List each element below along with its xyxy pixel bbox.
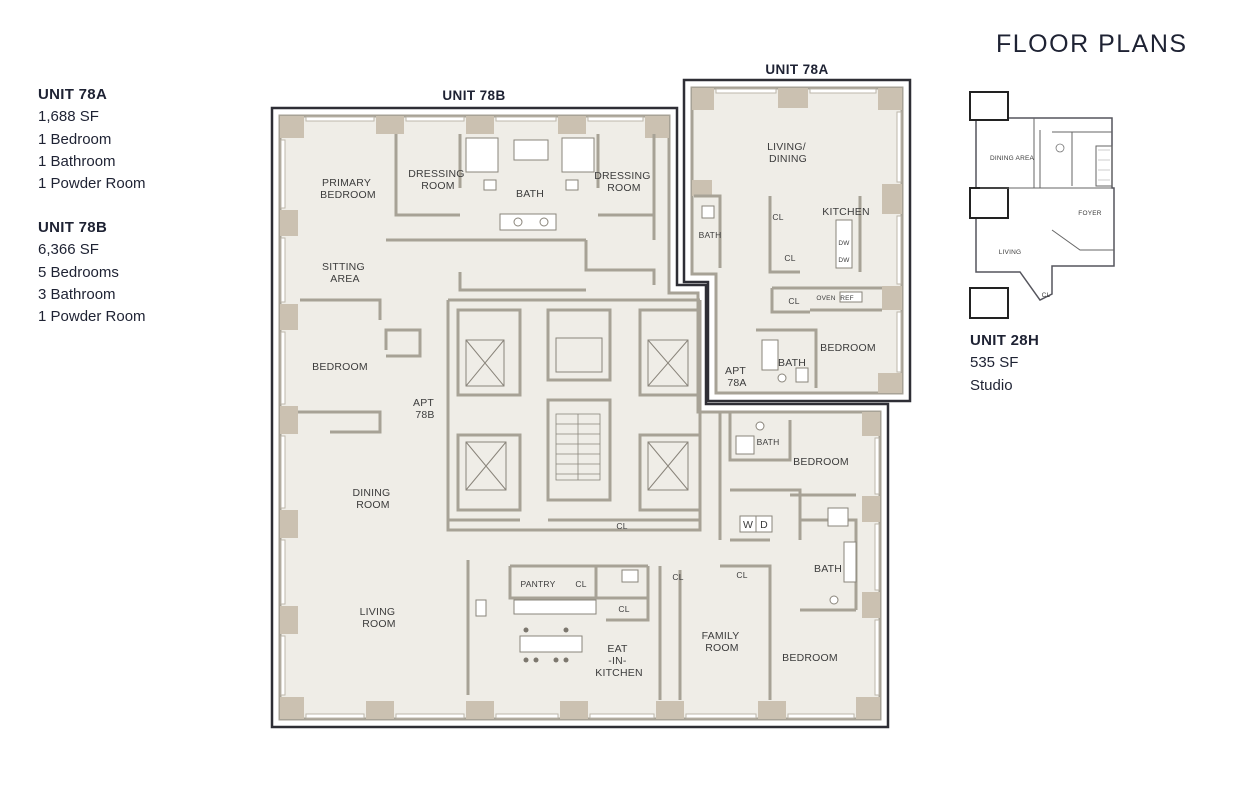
southeast-bedroom-label: BEDROOM xyxy=(782,652,838,664)
unit-78b-plan-label: UNIT 78B xyxy=(442,88,505,103)
dressing-room-right-label: DRESSING ROOM xyxy=(594,170,654,194)
northeast-bath-label: BATH xyxy=(757,437,780,447)
kitchen-closet-top-label: CL xyxy=(772,212,783,222)
living-dining-label: LIVING/ DINING xyxy=(767,141,809,165)
unit-78a-area: 1,688 SF xyxy=(38,108,99,126)
kitchen-closet-label: CL xyxy=(618,604,629,614)
unit-78b-bathrooms: 3 Bathroom xyxy=(38,285,116,303)
unit-28h-plan: DINING AREA LIVING FOYER CL xyxy=(969,91,1115,319)
foyer-28h-label: FOYER xyxy=(1078,210,1101,217)
family-closet-label: CL xyxy=(672,572,683,582)
unit-28h-info: UNIT 28H 535 SF Studio xyxy=(970,330,1039,397)
dryer-label: D xyxy=(760,519,768,531)
bath-78a-label: BATH xyxy=(778,357,806,369)
unit-78b-name: UNIT 78B xyxy=(38,219,108,236)
unit-78b-info: UNIT 78B 6,366 SF 5 Bedrooms 3 Bathroom … xyxy=(38,217,146,328)
unit-78b-bath-fixtures xyxy=(465,137,595,231)
unit-28h-type: Studio xyxy=(970,376,1013,394)
unit-28h-area: 535 SF xyxy=(970,354,1019,372)
apt-78a-label: APT 78A xyxy=(725,365,749,389)
unit-78a-plan: LIVING/ DINING KITCHEN CL CL DW DW BATH … xyxy=(682,78,912,403)
eat-in-kitchen-label: EAT -IN- KITCHEN xyxy=(595,643,643,679)
unit-78b-area: 6,366 SF xyxy=(38,241,99,259)
pantry-label: PANTRY xyxy=(521,579,556,589)
unit-78b-bedrooms: 5 Bedrooms xyxy=(38,263,119,281)
unit-78a-windows xyxy=(715,88,902,373)
page-title: FLOOR PLANS xyxy=(996,30,1188,58)
washer-label: W xyxy=(743,519,753,531)
unit-28h-name: UNIT 28H xyxy=(970,332,1040,349)
kitchen-78a-label: KITCHEN xyxy=(822,206,870,218)
unit-78a-fixtures xyxy=(701,205,863,383)
unit-78a-powder-rooms: 1 Powder Room xyxy=(38,175,146,193)
east-bath-label: BATH xyxy=(814,563,842,575)
top-bath-label: BATH xyxy=(516,188,544,200)
unit-78b-east-bath-fixtures xyxy=(735,421,857,605)
unit-78b-windows xyxy=(280,116,880,719)
hall-closet-label: CL xyxy=(788,296,799,306)
unit-78a-bedrooms: 1 Bedroom xyxy=(38,130,112,148)
bedroom-78a-label: BEDROOM xyxy=(820,342,876,354)
unit-78b-powder-rooms: 1 Powder Room xyxy=(38,308,146,326)
unit-78a-name: UNIT 78A xyxy=(38,86,108,103)
unit-78a-walls xyxy=(694,194,882,388)
sitting-area-label: SITTING AREA xyxy=(322,261,368,285)
closet-28h-label: CL xyxy=(1042,292,1051,299)
dishwasher-bottom-label: DW xyxy=(838,257,850,264)
family-room-label: FAMILY ROOM xyxy=(702,630,743,654)
unit-78b-elevators xyxy=(465,337,689,491)
unit-78a-info: UNIT 78A 1,688 SF 1 Bedroom 1 Bathroom 1… xyxy=(38,84,146,195)
living-28h-label: LIVING xyxy=(999,249,1022,256)
primary-bedroom-label: PRIMARY BEDROOM xyxy=(320,177,376,201)
east-bedroom-label: BEDROOM xyxy=(793,456,849,468)
west-bedroom-label: BEDROOM xyxy=(312,361,368,373)
unit-78a-plan-label: UNIT 78A xyxy=(765,62,828,77)
oven-label: OVEN xyxy=(816,295,835,302)
core-closet-label: CL xyxy=(616,521,627,531)
powder-bath-label: BATH xyxy=(699,230,722,240)
unit-78a-piers xyxy=(692,88,902,393)
unit-78a-bathrooms: 1 Bathroom xyxy=(38,152,116,170)
dishwasher-top-label: DW xyxy=(838,240,850,247)
dining-area-28h-label: DINING AREA xyxy=(990,155,1035,162)
kitchen-stools-icon xyxy=(523,627,569,663)
unit-78b-piers xyxy=(280,116,880,719)
unit-78b-plan: PRIMARY BEDROOM DRESSING ROOM BATH DRESS… xyxy=(270,106,890,729)
apt-78b-label: APT 78B xyxy=(413,397,437,421)
unit-78b-kitchen-fixtures xyxy=(475,569,639,653)
pantry-closet-label: CL xyxy=(575,579,586,589)
dressing-room-left-label: DRESSING ROOM xyxy=(408,168,468,192)
kitchen-closet-bottom-label: CL xyxy=(784,253,795,263)
dining-room-label: DINING ROOM xyxy=(352,487,393,511)
family-right-closet-label: CL xyxy=(736,570,747,580)
stair-icon xyxy=(555,413,601,481)
ref-label: REF xyxy=(840,295,854,302)
living-room-label: LIVING ROOM xyxy=(360,606,399,630)
